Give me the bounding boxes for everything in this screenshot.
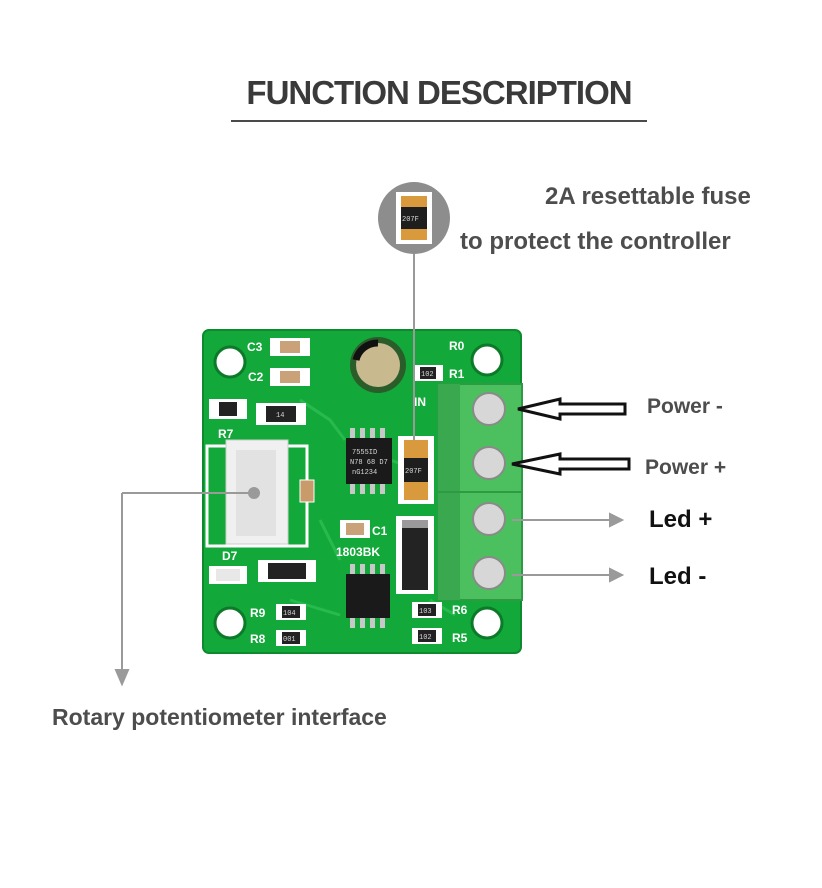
mount-hole-bl (213, 606, 247, 640)
mount-hole-tl (213, 345, 247, 379)
mount-hole-br (470, 606, 504, 640)
silk-ic2: 1803BK (336, 545, 380, 559)
arrow-power-minus (517, 397, 627, 421)
title-underline (231, 120, 647, 122)
ic-555-timer (346, 438, 392, 484)
label-power-plus: Power + (645, 456, 727, 479)
label-led-minus: Led - (649, 563, 707, 590)
silk-r8: R8 (250, 632, 266, 646)
ic1-marking-3: nG1234 (352, 469, 377, 477)
ic1-marking-1: 7555ID (352, 449, 377, 457)
r14-value: 14 (276, 412, 284, 420)
page-title: FUNCTION DESCRIPTION (246, 74, 632, 111)
arrow-power-plus (511, 452, 631, 476)
r5-value: 102 (419, 634, 432, 642)
silk-r5: R5 (452, 631, 468, 645)
fuse-board-marking: 207F (405, 468, 422, 476)
silk-r7: R7 (218, 427, 234, 441)
label-power-minus: Power - (647, 395, 723, 418)
screw-led-plus (472, 502, 506, 536)
screw-power-minus (472, 392, 506, 426)
silk-r1: R1 (449, 367, 465, 381)
silk-r0: R0 (449, 339, 465, 353)
arrow-led-minus (512, 567, 625, 583)
screw-power-plus (472, 446, 506, 480)
r6-value: 103 (419, 608, 432, 616)
r8-value: 001 (283, 636, 296, 644)
silk-r6: R6 (452, 603, 468, 617)
ic-1803bk (346, 574, 390, 618)
silk-in: IN (414, 395, 426, 409)
r1-value: 102 (421, 371, 434, 379)
arrow-potentiometer (114, 487, 260, 687)
silk-c2: C2 (248, 370, 264, 384)
ic1-marking-2: N78 68 D7 (350, 459, 388, 467)
fuse-label-line1: 2A resettable fuse (545, 183, 751, 210)
silk-r9: R9 (250, 606, 266, 620)
label-potentiometer-interface: Rotary potentiometer interface (52, 704, 387, 730)
terminal-screws (472, 392, 506, 590)
arrow-led-plus (512, 512, 625, 528)
r9-value: 104 (283, 610, 296, 618)
label-led-plus: Led + (649, 506, 713, 533)
fuse-zoom-marking: 207F (402, 216, 419, 224)
silk-d7: D7 (222, 549, 238, 563)
silk-c3: C3 (247, 340, 263, 354)
fuse-label-line2: to protect the controller (460, 228, 731, 255)
silk-c1: C1 (372, 524, 388, 538)
mount-hole-tr (470, 343, 504, 377)
screw-led-minus (472, 556, 506, 590)
